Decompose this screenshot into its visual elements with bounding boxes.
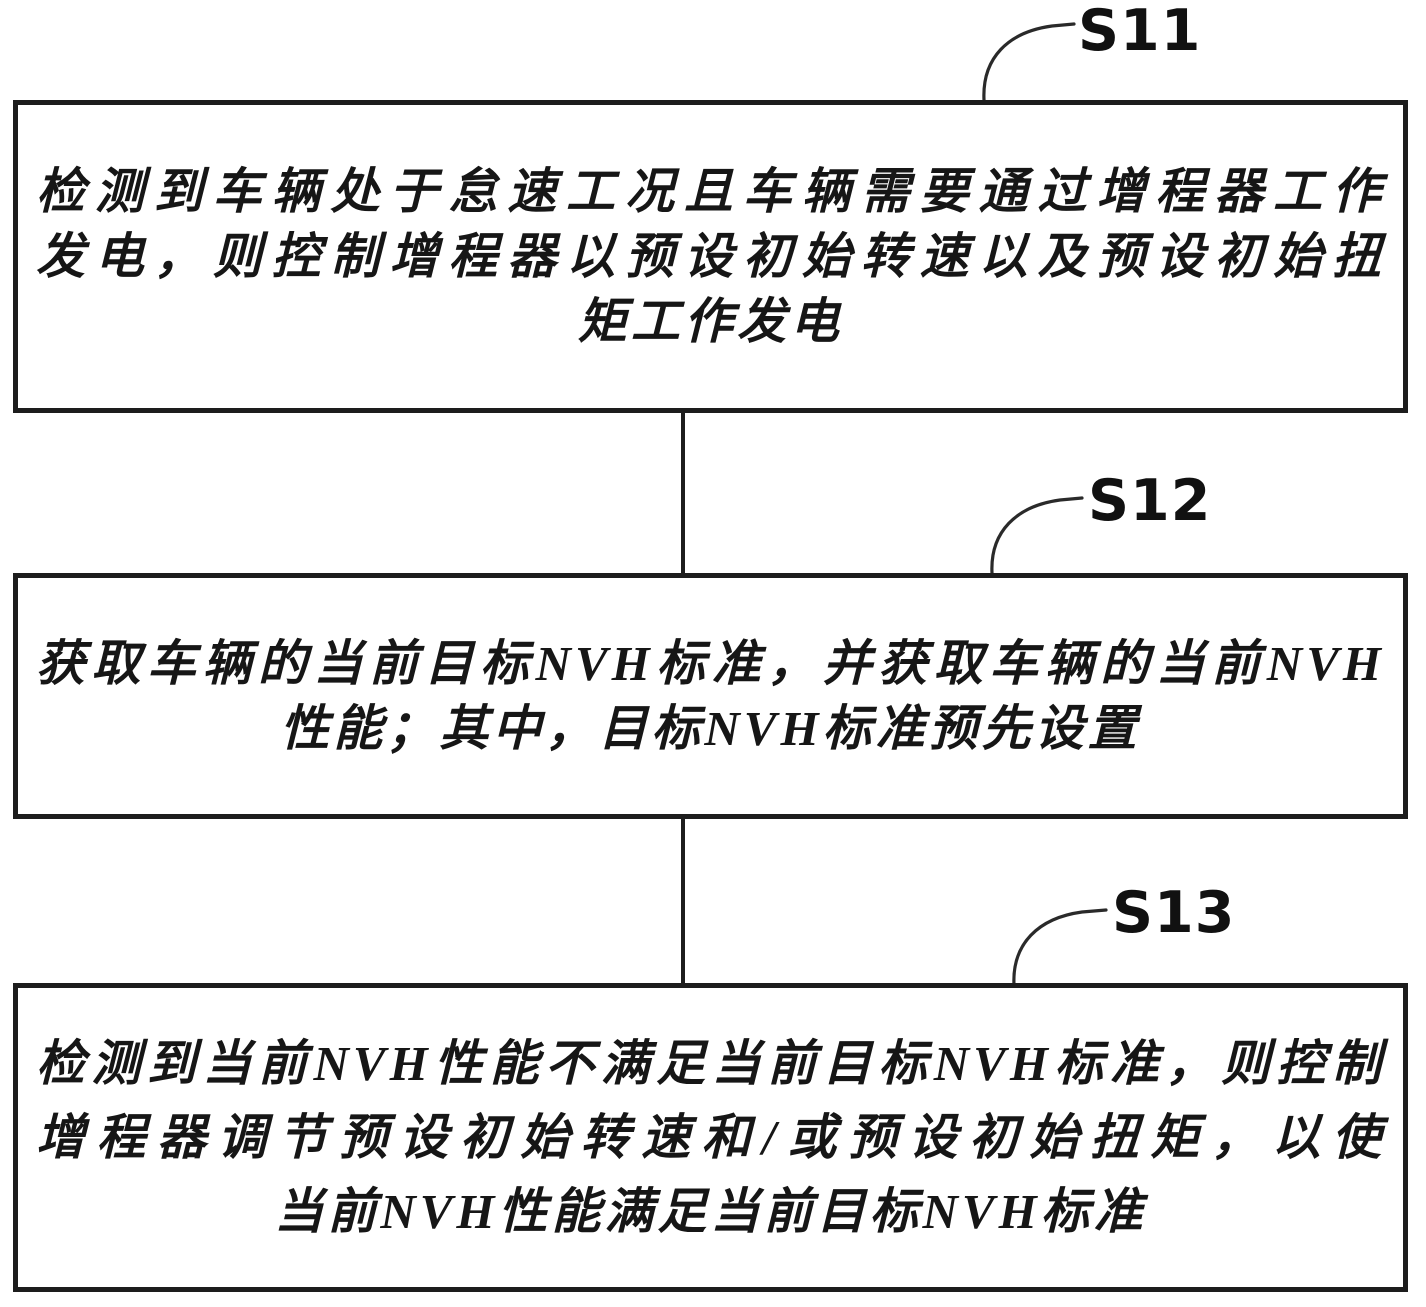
step-text-line: 发电，则控制增程器以预设初始转速以及预设初始扭 <box>36 229 1385 284</box>
s11-leader-line <box>982 22 1076 102</box>
flow-step-box-s12: 获取车辆的当前目标NVH标准，并获取车辆的当前NVH 性能；其中，目标NVH标准… <box>13 573 1408 819</box>
s13-leader-line <box>1012 908 1108 987</box>
step-text-line: 矩工作发电 <box>577 294 843 349</box>
step-text-line: 检测到车辆处于怠速工况且车辆需要通过增程器工作 <box>36 164 1385 219</box>
connector-line-s12-s13 <box>681 815 685 987</box>
step-label-s11: S11 <box>1078 0 1202 64</box>
s12-leader-line <box>990 496 1084 575</box>
step-text-line: 增程器调节预设初始转速和/或预设初始扭矩，以使 <box>36 1109 1385 1165</box>
connector-line-s11-s12 <box>681 410 685 577</box>
step-text-line: 获取车辆的当前目标NVH标准，并获取车辆的当前NVH <box>36 636 1385 691</box>
step-label-s13: S13 <box>1112 880 1236 946</box>
step-label-s12: S12 <box>1088 468 1212 534</box>
step-text-line: 性能；其中，目标NVH标准预先设置 <box>280 701 1141 756</box>
step-text-line: 检测到当前NVH性能不满足当前目标NVH标准，则控制 <box>36 1035 1385 1091</box>
flow-step-box-s11: 检测到车辆处于怠速工况且车辆需要通过增程器工作 发电，则控制增程器以预设初始转速… <box>13 100 1408 413</box>
step-text-line: 当前NVH性能满足当前目标NVH标准 <box>274 1183 1147 1239</box>
flow-step-box-s13: 检测到当前NVH性能不满足当前目标NVH标准，则控制 增程器调节预设初始转速和/… <box>13 983 1408 1292</box>
